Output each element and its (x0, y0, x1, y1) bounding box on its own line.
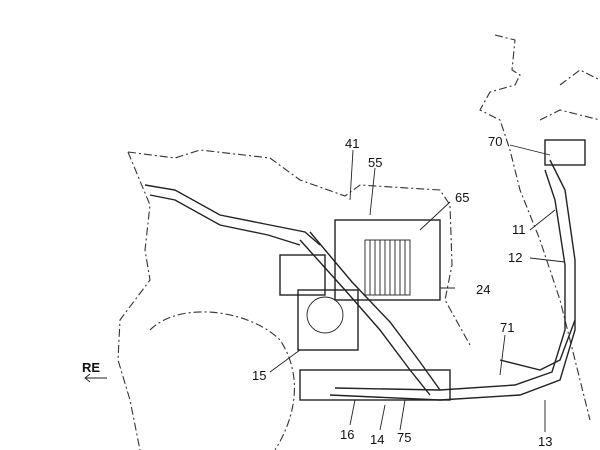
numeral-13: 13 (538, 434, 553, 449)
numeral-15: 15 (252, 368, 267, 383)
center-pipe-2 (309, 231, 441, 391)
swing-arm-base (299, 369, 451, 401)
numeral-71: 71 (500, 320, 515, 335)
direction-label: RE (82, 360, 101, 375)
center-pipe (299, 239, 431, 396)
body-cover-outline (127, 149, 471, 346)
numeral-24: 24 (476, 282, 491, 297)
rear-wheel-outline (149, 311, 295, 450)
numeral-41: 41 (345, 136, 360, 151)
arrow-left-icon (84, 373, 107, 383)
seat-rail (144, 184, 321, 246)
front-cover-outline (479, 34, 591, 421)
handle-outline (539, 69, 600, 121)
numeral-65: 65 (455, 190, 470, 205)
head-pipe-bracket (544, 139, 586, 166)
battery-box (279, 254, 326, 296)
component-case-55 (334, 219, 441, 301)
numeral-55: 55 (368, 155, 383, 170)
motor-unit (297, 289, 359, 351)
numeral-75: 75 (397, 430, 412, 445)
front-harness (499, 319, 576, 371)
numeral-16: 16 (340, 427, 355, 442)
numeral-12: 12 (508, 250, 523, 265)
down-tube-2 (334, 169, 566, 391)
down-tube (329, 159, 576, 401)
rear-body-outline (117, 151, 151, 450)
numeral-70: 70 (488, 134, 503, 149)
fan (306, 296, 344, 334)
heat-sink-65 (364, 239, 411, 296)
numeral-11: 11 (512, 222, 526, 237)
numeral-14: 14 (370, 432, 385, 447)
seat-rail-lower (149, 194, 301, 246)
